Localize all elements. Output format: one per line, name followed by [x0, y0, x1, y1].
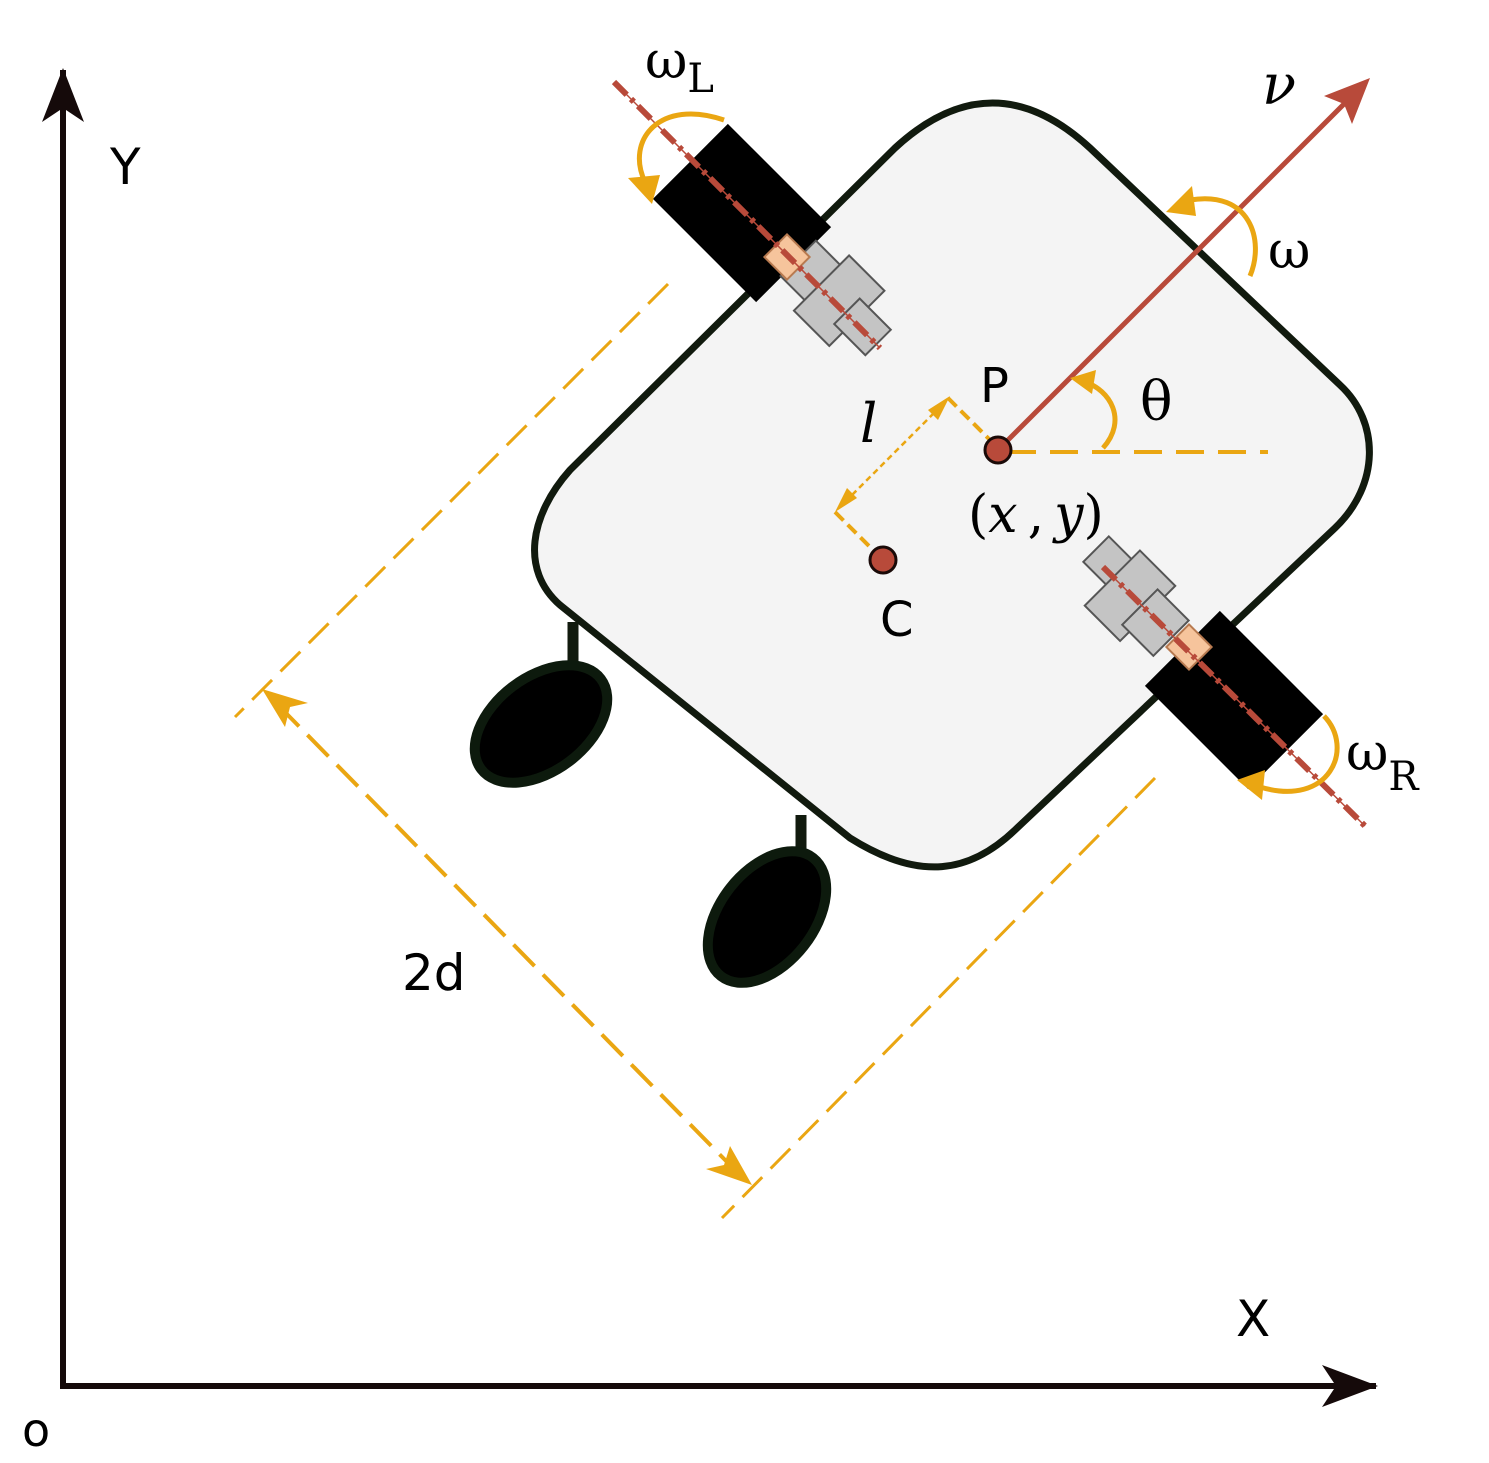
offset-guide-p: [946, 396, 995, 445]
left-axle-thin: [613, 81, 881, 349]
velocity-label: ν: [1262, 53, 1296, 118]
offset-guide-c: [833, 510, 882, 559]
omega-r-rotation-arrow: [1259, 714, 1340, 794]
omega-r-subscript: R: [1388, 754, 1420, 800]
caster-wheel-front: [469, 660, 613, 788]
y-axis-arrowhead: [42, 68, 84, 122]
wheel-separation-label: 2d: [402, 944, 466, 1002]
point-c-marker: [868, 545, 898, 575]
theta-arrowhead: [1070, 370, 1096, 394]
offset-dimension-line: [844, 408, 939, 503]
dimension-arrowhead-top: [262, 689, 308, 727]
omega-label: ω: [1268, 221, 1310, 281]
offset-arrowhead-top: [928, 396, 950, 420]
offset-l-indicator: [833, 396, 995, 559]
omega-r-label: ωR: [1346, 723, 1420, 800]
wheel-separation-guides: [233, 282, 1157, 1220]
wheel-separation-dimension-line: [276, 703, 735, 1170]
y-axis-label: Y: [109, 138, 141, 196]
right-coupling: [1164, 622, 1214, 672]
omega-l-arrowhead: [628, 175, 660, 204]
omega-l-subscript: L: [687, 56, 714, 102]
omega-l-label: ωL: [645, 31, 714, 102]
x-axis-arrowhead: [1322, 1365, 1378, 1407]
omega-arrowhead: [1166, 186, 1196, 216]
offset-arrowhead-bottom: [835, 488, 857, 512]
right-wheel-guide-line: [720, 776, 1157, 1220]
theta-label: θ: [1140, 370, 1173, 433]
velocity-vector: [996, 91, 1357, 452]
omega-l-rotation-arrow: [637, 111, 725, 184]
omega-r-arrowhead: [1237, 770, 1265, 800]
omega-rotation-arrow: [1189, 196, 1258, 277]
omega-l-main: ω: [645, 31, 687, 91]
coordinate-frame: [42, 68, 1378, 1407]
x-axis-label: X: [1236, 1290, 1270, 1348]
left-wheel-guide-line: [233, 282, 670, 719]
dimension-arrowhead-bottom: [706, 1146, 752, 1185]
coordinates-label: (x,y): [968, 485, 1104, 545]
caster-wheels: [469, 622, 832, 988]
caster-wheel-rear: [702, 846, 832, 988]
omega-r-main: ω: [1346, 723, 1388, 783]
velocity-arrowhead: [1324, 78, 1370, 124]
point-c-label: C: [880, 592, 914, 648]
point-p-label: P: [980, 358, 1009, 414]
origin-label: o: [22, 1403, 50, 1457]
point-p-marker: [983, 435, 1013, 465]
offset-l-label: l: [860, 392, 877, 455]
